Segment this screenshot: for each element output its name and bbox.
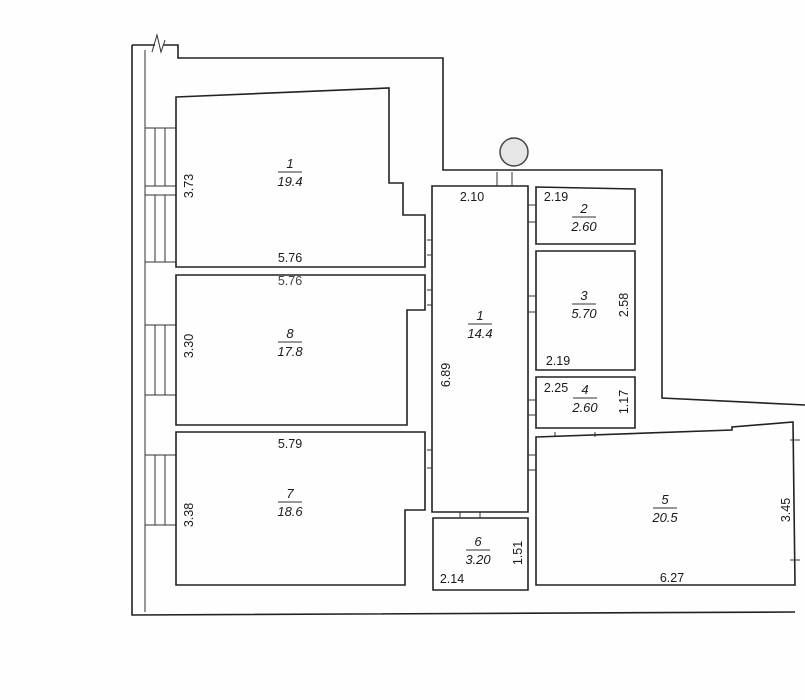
dim-room9-height: 3.73 bbox=[182, 174, 196, 198]
room-5-outline bbox=[535, 421, 796, 586]
room-6-outline bbox=[432, 517, 529, 591]
dim-room1-width: 2.10 bbox=[460, 190, 484, 204]
room-9-outline bbox=[175, 87, 426, 268]
room-4-outline bbox=[535, 376, 636, 429]
dim-room5-width: 6.27 bbox=[660, 571, 684, 585]
room-8-area: 17.8 bbox=[277, 344, 303, 359]
room-4-area: 2.60 bbox=[571, 400, 598, 415]
dim-room3-width: 2.19 bbox=[546, 354, 570, 368]
room-labels: 1 19.4 8 17.8 7 18.6 1 14.4 2 2.60 3 5.7… bbox=[277, 156, 678, 567]
dim-room6-width: 2.14 bbox=[440, 572, 464, 586]
riser-circle-icon bbox=[499, 137, 529, 167]
room-8-number: 8 bbox=[286, 326, 294, 341]
door-marks bbox=[427, 172, 800, 561]
room-7-number: 7 bbox=[286, 486, 294, 501]
room-1-area: 14.4 bbox=[467, 326, 492, 341]
room-3-outline bbox=[535, 250, 636, 371]
room-1-outline bbox=[431, 185, 529, 513]
room-2-number: 2 bbox=[579, 201, 588, 216]
dim-room7-width: 5.79 bbox=[278, 437, 302, 451]
room-7-area: 18.6 bbox=[277, 504, 303, 519]
wall-break-mark bbox=[151, 33, 166, 54]
dim-room2-width: 2.19 bbox=[544, 190, 568, 204]
room-5-area: 20.5 bbox=[651, 510, 678, 525]
dim-room6-height: 1.51 bbox=[511, 541, 525, 565]
room-6-number: 6 bbox=[474, 534, 482, 549]
dim-room7-height: 3.38 bbox=[182, 503, 196, 527]
dim-room8-height: 3.30 bbox=[182, 334, 196, 358]
outer-wall bbox=[131, 44, 805, 616]
dim-room1-height: 6.89 bbox=[439, 363, 453, 387]
room-2-outline bbox=[535, 186, 636, 245]
dim-room9-width: 5.76 bbox=[278, 251, 302, 265]
room-7-outline bbox=[175, 431, 426, 586]
dim-room4-height: 1.17 bbox=[617, 390, 631, 414]
dim-room5-height: 3.45 bbox=[779, 498, 793, 522]
dim-room4-width: 2.25 bbox=[544, 381, 568, 395]
room-3-area: 5.70 bbox=[571, 306, 597, 321]
room-3-number: 3 bbox=[580, 288, 588, 303]
room-2-area: 2.60 bbox=[570, 219, 597, 234]
room-1-number: 1 bbox=[476, 308, 483, 323]
dim-room8-width: 5.76 bbox=[278, 274, 302, 288]
dimension-labels: 3.73 5.76 5.76 3.30 5.79 3.38 2.10 6.89 … bbox=[182, 174, 793, 586]
window-marks bbox=[145, 127, 176, 526]
room-4-number: 4 bbox=[581, 382, 588, 397]
dim-room3-height: 2.58 bbox=[617, 293, 631, 317]
room-5-number: 5 bbox=[661, 492, 669, 507]
room-9-number: 1 bbox=[286, 156, 293, 171]
room-9-area: 19.4 bbox=[277, 174, 302, 189]
room-6-area: 3.20 bbox=[465, 552, 491, 567]
room-8-outline bbox=[175, 274, 426, 426]
